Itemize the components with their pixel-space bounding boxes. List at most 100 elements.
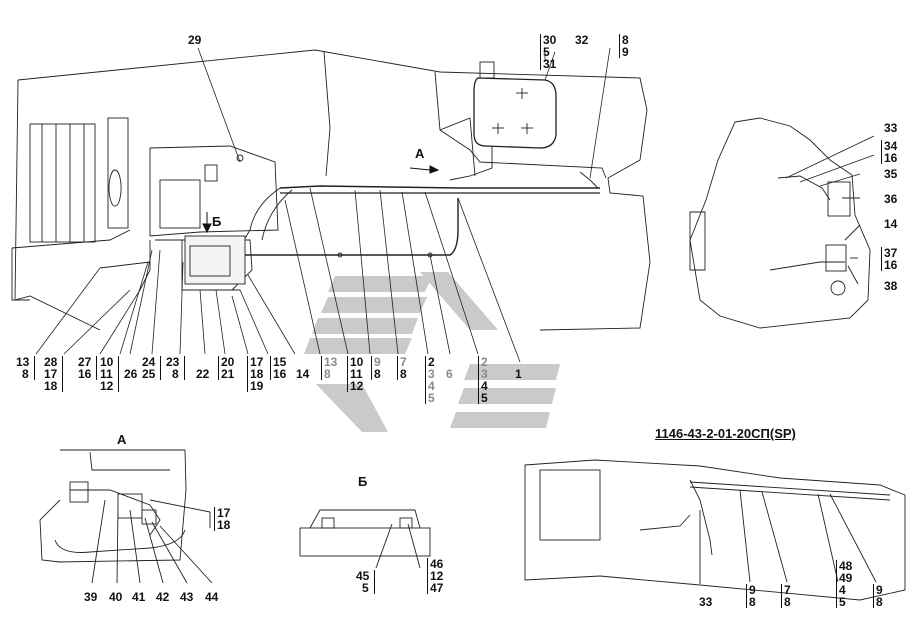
callout-bracket xyxy=(347,356,349,392)
callout-bracket xyxy=(96,356,98,380)
callout-bracket xyxy=(881,247,883,271)
callout: 2 xyxy=(428,355,435,369)
callout-bracket xyxy=(118,356,120,392)
callout: 34 xyxy=(884,139,898,153)
callout: 5 xyxy=(543,45,550,59)
view-a-arrow-label: А xyxy=(415,146,425,161)
callout: 1 xyxy=(515,367,522,381)
callout-bracket xyxy=(371,356,373,380)
callout: 3 xyxy=(428,367,435,381)
callout-bracket xyxy=(160,356,162,380)
view-a-title: А xyxy=(117,432,127,447)
callout: 38 xyxy=(884,279,898,293)
callout: 9 xyxy=(374,355,381,369)
callout: 26 xyxy=(124,367,138,381)
callout: 16 xyxy=(884,258,898,272)
callout: 9 xyxy=(622,45,629,59)
callout: 4 xyxy=(481,379,488,393)
callout: 8 xyxy=(374,367,381,381)
callout-bracket xyxy=(374,570,376,594)
callout: 44 xyxy=(205,590,219,604)
watermark-logo xyxy=(304,272,560,432)
callout: 8 xyxy=(622,33,629,47)
callout: 47 xyxy=(430,581,444,595)
callout: 32 xyxy=(575,33,589,47)
callout-bracket xyxy=(425,356,427,404)
callout: 18 xyxy=(250,367,264,381)
callout: 31 xyxy=(543,57,557,71)
callout: 29 xyxy=(188,33,202,47)
callout-bracket xyxy=(321,356,323,380)
callout: 46 xyxy=(430,557,444,571)
callout: 25 xyxy=(142,367,156,381)
callout: 8 xyxy=(400,367,407,381)
callout: 15 xyxy=(273,355,287,369)
callout: 39 xyxy=(84,590,98,604)
callout: 5 xyxy=(481,391,488,405)
callout: 21 xyxy=(221,367,235,381)
callout-bracket xyxy=(619,34,621,58)
callout: 13 xyxy=(16,355,30,369)
callout: 37 xyxy=(884,246,898,260)
callout-bracket xyxy=(881,140,883,164)
callout: 17 xyxy=(250,355,264,369)
view-b-arrow-label: Б xyxy=(212,214,222,229)
callout: 11 xyxy=(100,367,113,381)
callout: 2 xyxy=(481,355,488,369)
callout: 42 xyxy=(156,590,170,604)
callout: 5 xyxy=(839,595,846,609)
callout: 12 xyxy=(430,569,444,583)
callout: 18 xyxy=(217,518,231,532)
callout: 33 xyxy=(699,595,713,609)
callout: 45 xyxy=(356,569,370,583)
callout: 16 xyxy=(884,151,898,165)
callout-bracket xyxy=(836,560,838,608)
callout: 27 xyxy=(78,355,92,369)
callout: 12 xyxy=(350,379,364,393)
callout-bracket xyxy=(873,584,875,608)
callout: 5 xyxy=(428,391,435,405)
callout-bracket xyxy=(184,356,186,380)
callout: 11 xyxy=(350,367,363,381)
callout: 14 xyxy=(296,367,310,381)
callout: 9 xyxy=(749,583,756,597)
callout: 4 xyxy=(428,379,435,393)
callout: 22 xyxy=(196,367,210,381)
callout: 4 xyxy=(839,583,846,597)
callout: 8 xyxy=(749,595,756,609)
view-a-inset xyxy=(39,449,213,584)
callout: 8 xyxy=(876,595,883,609)
view-b-title: Б xyxy=(358,474,368,489)
callout-bracket xyxy=(427,558,429,594)
callout-bracket xyxy=(62,356,64,392)
front-view xyxy=(689,117,875,329)
callout: 10 xyxy=(350,355,364,369)
callout: 5 xyxy=(362,581,369,595)
callout-bracket xyxy=(397,356,399,380)
callout: 23 xyxy=(166,355,180,369)
callout: 20 xyxy=(221,355,235,369)
callout: 28 xyxy=(44,355,58,369)
callout: 6 xyxy=(446,367,453,381)
main-side-view xyxy=(11,49,651,331)
callout: 8 xyxy=(22,367,29,381)
callout: 9 xyxy=(876,583,883,597)
callout-bracket xyxy=(781,584,783,608)
callout-bracket xyxy=(218,356,220,380)
drawing-number: 1146-43-2-01-20СП(SP) xyxy=(655,426,796,441)
callout-bracket xyxy=(478,356,480,404)
callout: 19 xyxy=(250,379,264,393)
callout-bracket xyxy=(270,356,272,380)
callout: 18 xyxy=(44,379,58,393)
callout-bracket xyxy=(214,507,216,531)
callout: 48 xyxy=(839,559,853,573)
callout: 30 xyxy=(543,33,557,47)
view-arrows xyxy=(202,165,440,234)
bottom-right-view xyxy=(524,459,906,601)
callout: 40 xyxy=(109,590,123,604)
callout: 36 xyxy=(884,192,898,206)
callout: 10 xyxy=(100,355,114,369)
callout: 43 xyxy=(180,590,194,604)
